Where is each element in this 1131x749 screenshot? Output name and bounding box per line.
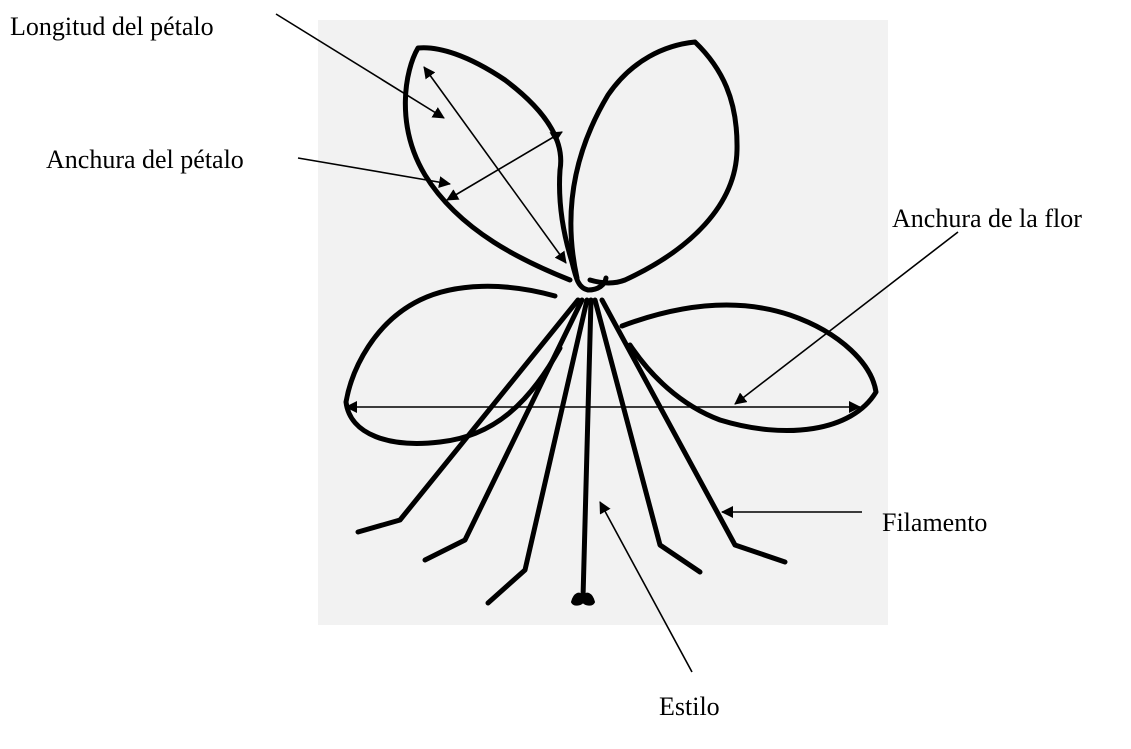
filament-label: Filamento <box>882 510 987 536</box>
petal-length-label: Longitud del pétalo <box>10 14 214 40</box>
petal-width-label: Anchura del pétalo <box>46 147 244 173</box>
flower-width-label: Anchura de la flor <box>892 206 1082 232</box>
style-label: Estilo <box>659 694 720 720</box>
